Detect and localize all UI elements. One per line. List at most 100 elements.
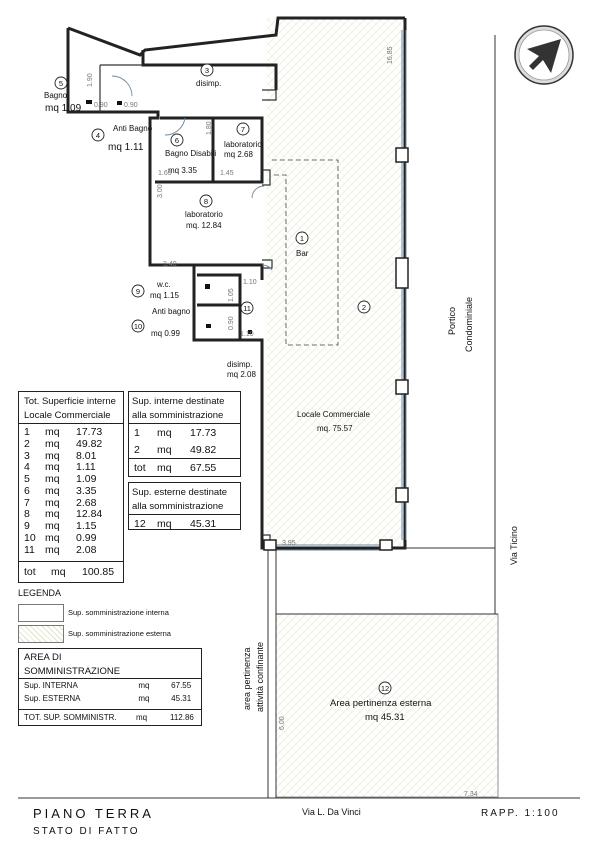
dimensions: 16.85 1.90 0.90 0.90 1.80 1.65 1.45 3.00… xyxy=(87,46,478,798)
svg-text:1.05: 1.05 xyxy=(228,288,235,302)
table-cell: 2.08 xyxy=(76,543,97,556)
table-cell: 9 xyxy=(24,520,30,533)
table-cell: mq xyxy=(157,443,172,456)
table-interne-total: tot mq 100.85 xyxy=(19,561,123,582)
room-2-name: Locale Commerciale xyxy=(297,410,370,419)
svg-text:3.40: 3.40 xyxy=(163,261,177,268)
room-10-marker xyxy=(131,319,145,333)
room-11-marker xyxy=(240,301,254,315)
table-cell: 3.35 xyxy=(76,484,97,497)
svg-text:3.95: 3.95 xyxy=(282,540,296,547)
legend-interna-label: Sup. somministrazione interna xyxy=(68,608,169,617)
table-cell: 12 xyxy=(134,517,146,530)
table-cell: mq xyxy=(45,437,60,450)
room-11-area: mq 2.08 xyxy=(227,370,256,379)
table-cell: 11 xyxy=(24,543,35,556)
table-cell: mq xyxy=(45,484,60,497)
legend: LEGENDA Sup. somministrazione interna Su… xyxy=(18,588,208,643)
via-da-vinci-label: Via L. Da Vinci xyxy=(302,807,361,817)
table-cell: mq xyxy=(45,543,60,556)
area-table-total: TOT. SUP. SOMMINISTR. mq 112.86 xyxy=(19,709,201,725)
table-superficie-interne: Tot. Superficie interne Locale Commercia… xyxy=(18,391,124,583)
table-cell: 7 xyxy=(24,496,30,509)
room-2-area: mq. 75.57 xyxy=(317,424,353,433)
room-5-area: mq 1.09 xyxy=(45,103,82,114)
table-interne-header1: Tot. Superficie interne xyxy=(24,396,116,407)
area-table-header2: SOMMINISTRAZIONE xyxy=(19,663,201,679)
drawing-title: PIANO TERRA xyxy=(33,806,154,821)
table-cell: mq xyxy=(45,520,60,533)
room-5-number: 5 xyxy=(59,79,63,88)
table-cell: 5 xyxy=(24,473,30,486)
table-cell: 1 xyxy=(24,425,30,438)
table-cell: 45.31 xyxy=(190,517,217,530)
table-cell: 8 xyxy=(24,508,30,521)
room-11-number: 11 xyxy=(243,304,251,313)
room-11-name: disimp. xyxy=(227,360,252,369)
room-10-area: mq 0.99 xyxy=(151,329,180,338)
table-cell: Sup. ESTERNA xyxy=(24,694,81,703)
condominiale-label: Condominiale xyxy=(464,297,474,352)
room-1-marker xyxy=(295,231,309,245)
room-9-area: mq 1.15 xyxy=(150,291,179,300)
svg-text:1.45: 1.45 xyxy=(220,170,234,177)
table-cell: 8.01 xyxy=(76,449,97,462)
room-7-area: mq 2.68 xyxy=(224,150,253,159)
room-6-area: mq 3.35 xyxy=(168,166,197,175)
room-7-number: 7 xyxy=(241,125,245,134)
portico-label: Portico xyxy=(447,307,457,335)
room-2-number: 2 xyxy=(362,303,366,312)
room-12-area: mq 45.31 xyxy=(365,712,405,723)
room-9-marker xyxy=(131,284,145,298)
legend-interna-swatch xyxy=(18,604,64,622)
room-9-name: w.c. xyxy=(156,280,171,289)
table-cell: 0.99 xyxy=(76,532,97,545)
table-cell: 17.73 xyxy=(190,426,217,439)
area-pertinenza-label: area pertinenza xyxy=(242,647,252,710)
table-row: 10 mq 0.99 xyxy=(19,532,123,544)
table-cell: 10 xyxy=(24,532,36,545)
table-cell: mq xyxy=(45,508,60,521)
table-cell: mq xyxy=(138,681,150,690)
table-cell: 3 xyxy=(24,449,30,462)
table-cell: 1.15 xyxy=(76,520,97,533)
svg-text:1.90: 1.90 xyxy=(87,73,94,87)
room-5-name: Bagno xyxy=(44,91,68,100)
room-8-number: 8 xyxy=(204,197,208,206)
room-1-name: Bar xyxy=(296,249,309,258)
table-cell: Sup. INTERNA xyxy=(24,681,78,690)
svg-text:0.90: 0.90 xyxy=(124,102,138,109)
table-cell: 2 xyxy=(24,437,30,450)
bar-counter xyxy=(272,159,339,346)
north-arrow-icon xyxy=(514,25,574,85)
room-8-name: laboratorio xyxy=(185,210,223,219)
table-cell: 45.31 xyxy=(171,694,192,703)
drawing-subtitle: STATO DI FATTO xyxy=(33,826,140,837)
table-cell: 1.09 xyxy=(76,473,97,486)
table-cell: mq xyxy=(45,532,60,545)
table-somm-esterne: Sup. esterne destinate alla somministraz… xyxy=(128,482,241,530)
fixtures xyxy=(86,100,252,334)
table-interne-header2: Locale Commerciale xyxy=(19,407,123,424)
room-1-number: 1 xyxy=(300,234,304,243)
room-6-number: 6 xyxy=(175,136,179,145)
room-3-number: 3 xyxy=(205,66,209,75)
room-10-name: Anti bagno xyxy=(152,307,191,316)
via-ticino-label: Via Ticino xyxy=(509,526,519,565)
room-6-name: Bagno Disabili xyxy=(165,149,216,158)
